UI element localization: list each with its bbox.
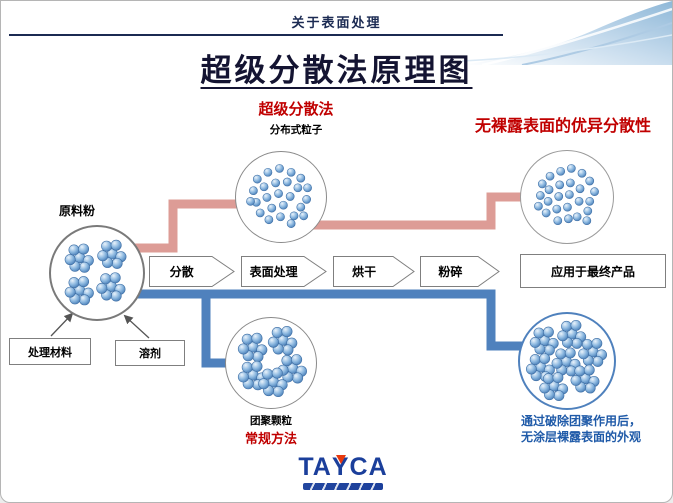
arrow-shape bbox=[241, 256, 327, 287]
logo-y: Y bbox=[332, 455, 350, 480]
circle-dispersed-particles bbox=[235, 151, 327, 243]
solvent-arrow bbox=[123, 314, 150, 339]
label-bottom-result: 通过破除团聚作用后， 无涂层裸露表面的外观 bbox=[491, 413, 671, 445]
connector-pink-right bbox=[301, 192, 536, 230]
circle-dispersed-result bbox=[520, 150, 614, 244]
box-treatment-material: 处理材料 bbox=[9, 338, 91, 365]
process-step-label: 烘干 bbox=[352, 265, 377, 279]
logo-part1: TA bbox=[298, 453, 332, 481]
logo-bar bbox=[303, 483, 383, 490]
process-step-surface-treatment: 表面处理 bbox=[241, 256, 327, 287]
bottom-result-line2: 无涂层裸露表面的外观 bbox=[520, 430, 641, 444]
process-step-drying: 烘干 bbox=[333, 256, 415, 287]
bottom-result-line1: 通过破除团聚作用后， bbox=[520, 414, 641, 428]
circle-raw-powder bbox=[49, 225, 145, 321]
arrow-shape bbox=[420, 256, 500, 287]
label-distributed-particles: 分布式粒子 bbox=[269, 124, 323, 136]
arrow-shape bbox=[333, 256, 415, 287]
decorative-swoosh bbox=[462, 1, 672, 65]
agglomerated-particles bbox=[237, 326, 307, 398]
circle-agglomerated bbox=[225, 317, 317, 409]
label-conventional-method: 常规方法 bbox=[244, 431, 297, 446]
box-solvent: 溶剂 bbox=[115, 340, 185, 366]
page-title: 超级分散法原理图 bbox=[200, 53, 473, 88]
dispersed-particles bbox=[246, 164, 312, 228]
label-agglomerated-particles: 团聚颗粒 bbox=[250, 415, 292, 427]
treatment-material-arrow bbox=[50, 312, 74, 337]
raw-powder-particles bbox=[64, 239, 127, 306]
process-step-disperse: 分散 bbox=[149, 256, 235, 287]
process-step-label: 分散 bbox=[169, 265, 194, 279]
dispersed-result-particles bbox=[534, 164, 599, 226]
page-header: 关于表面处理 bbox=[291, 15, 382, 30]
circle-agglomerated-result bbox=[518, 312, 616, 410]
process-step-label: 表面处理 bbox=[249, 265, 298, 279]
label-super-dispersion-method: 超级分散法 bbox=[258, 101, 334, 118]
logo-part3: CA bbox=[349, 453, 388, 481]
connector-blue-main bbox=[111, 289, 541, 351]
arrow-shape bbox=[149, 256, 235, 287]
label-top-result: 无裸露表面的优异分散性 bbox=[474, 118, 651, 135]
logo-red-triangle-icon bbox=[335, 455, 346, 464]
final-step-box: 应用于最终产品 bbox=[520, 254, 666, 288]
process-step-crushing: 粉碎 bbox=[420, 256, 500, 287]
process-step-label: 粉碎 bbox=[438, 265, 463, 279]
agglomerated-result-particles bbox=[525, 319, 608, 402]
label-raw-powder: 原料粉 bbox=[59, 204, 96, 218]
header-rule bbox=[9, 34, 503, 36]
connector-pink-left bbox=[121, 199, 251, 253]
